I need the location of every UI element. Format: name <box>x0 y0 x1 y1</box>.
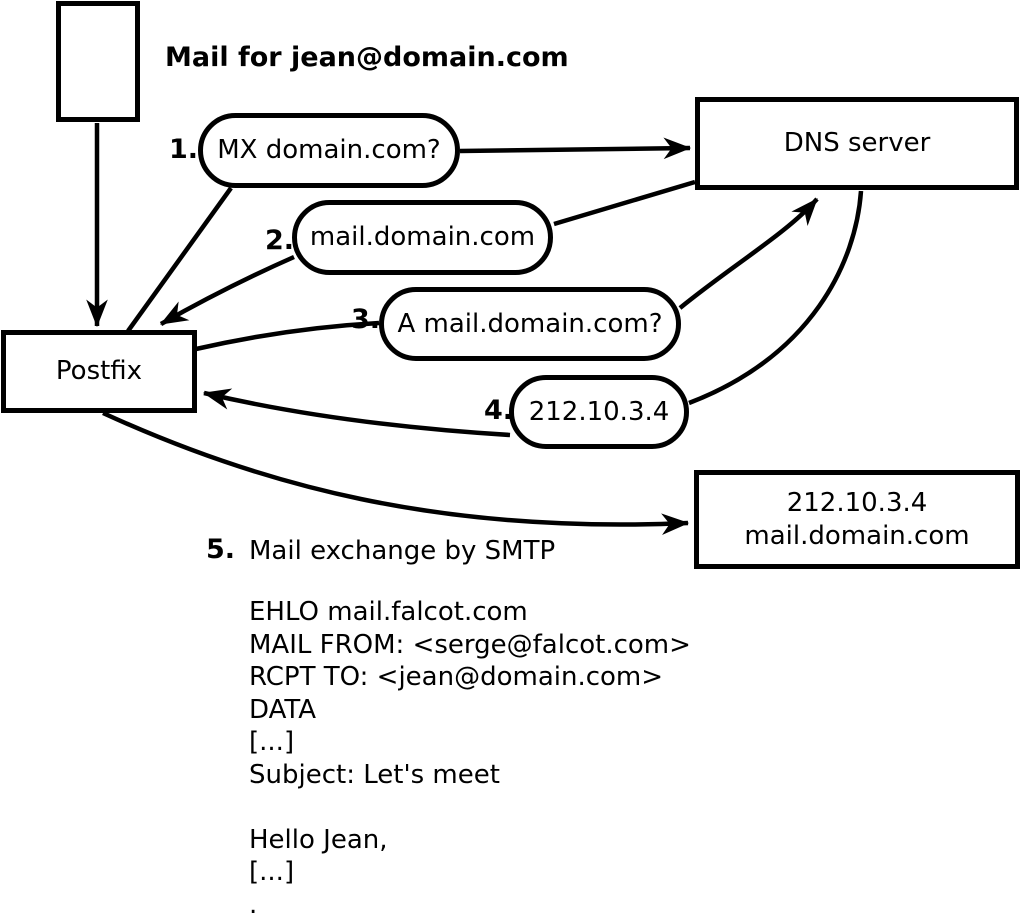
step-4-number: 4. <box>484 395 514 426</box>
arrow-step1-pill-to-dns <box>459 137 692 160</box>
mail-server-hostname: mail.domain.com <box>744 520 970 551</box>
mail-server-ip: 212.10.3.4 <box>786 487 928 518</box>
step-4-answer-pill: 212.10.3.4 <box>509 375 689 449</box>
smtp-line-end-dot: . <box>249 889 258 919</box>
step-2-answer-pill: mail.domain.com <box>292 200 553 275</box>
step-3-number: 3. <box>351 304 381 335</box>
arrow-step3-pill-to-dns <box>678 197 819 310</box>
step-1-query-pill: MX domain.com? <box>198 113 460 188</box>
postfix-label: Postfix <box>55 356 143 386</box>
smtp-line-blank <box>249 791 691 824</box>
smtp-line-mail-from: MAIL FROM: <serge@falcot.com> <box>249 629 691 660</box>
mail-message-box <box>56 1 140 122</box>
smtp-line-subject: Subject: Let's meet <box>249 759 500 790</box>
dns-server-node: DNS server <box>695 97 1019 190</box>
smtp-line-ellipsis-2: [...] <box>249 857 295 887</box>
smtp-line-ellipsis-1: [...] <box>249 727 295 757</box>
line-dns-to-step2-pill <box>553 179 696 227</box>
mail-server-node: 212.10.3.4 mail.domain.com <box>694 470 1020 569</box>
step-1-query-text: MX domain.com? <box>217 135 441 165</box>
smtp-line-hello: Hello Jean, <box>249 824 388 855</box>
arrow-step2-pill-to-postfix <box>159 254 295 326</box>
step-1-number: 1. <box>169 134 199 165</box>
step-4-answer-text: 212.10.3.4 <box>528 396 670 427</box>
smtp-line-rcpt-to: RCPT TO: <jean@domain.com> <box>249 662 664 692</box>
smtp-session-transcript: EHLO mail.falcot.com MAIL FROM: <serge@f… <box>249 596 691 919</box>
line-postfix-to-step1-pill <box>126 186 233 333</box>
step-5-number: 5. <box>206 534 236 565</box>
step-3-query-text: A mail.domain.com? <box>397 308 663 339</box>
step-2-number: 2. <box>265 225 295 256</box>
line-postfix-to-step3-pill <box>195 320 380 352</box>
step-2-answer-text: mail.domain.com <box>309 222 536 252</box>
line-dns-to-step4-pill <box>688 190 864 406</box>
arrow-postfix-to-mail-server <box>102 410 690 535</box>
step-5-label: Mail exchange by SMTP <box>249 536 556 566</box>
step-3-query-pill: A mail.domain.com? <box>379 287 681 361</box>
diagram-title: Mail for jean@domain.com <box>165 42 569 73</box>
postfix-node: Postfix <box>1 330 197 413</box>
arrow-step4-pill-to-postfix <box>202 388 511 438</box>
smtp-line-ehlo: EHLO mail.falcot.com <box>249 597 528 627</box>
dns-server-label: DNS server <box>783 128 931 158</box>
smtp-line-data: DATA <box>249 694 316 725</box>
